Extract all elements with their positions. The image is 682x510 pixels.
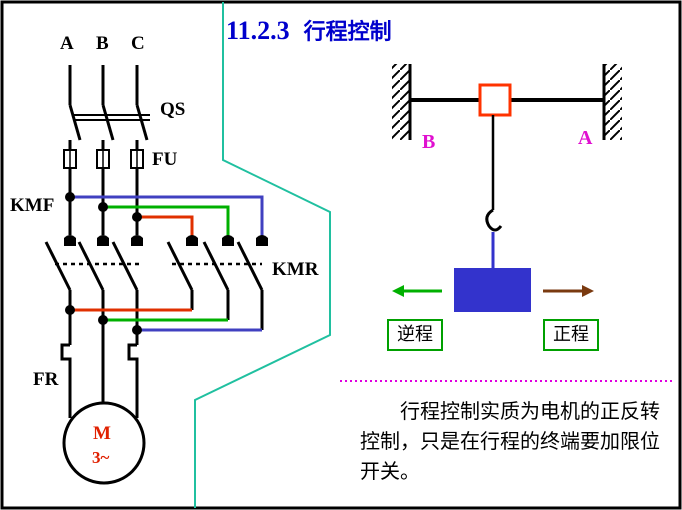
kmr-wire-a — [70, 195, 264, 240]
kmr-contacts — [166, 235, 268, 291]
main-circuit — [44, 65, 268, 485]
qs-switch — [68, 104, 150, 141]
travel-mechanism — [392, 64, 622, 312]
title-text: 行程控制 — [303, 20, 392, 45]
phase-label-a: A — [60, 33, 74, 54]
kmf-contacts — [44, 235, 143, 291]
qs-label: QS — [160, 99, 186, 120]
motor-label: M — [93, 423, 111, 444]
description-text: 行程控制实质为电机的正反转控制，只是在行程的终端要加限位开关。 — [360, 399, 660, 483]
motor-circle — [62, 401, 146, 485]
fu-label: FU — [152, 149, 178, 170]
phase-label-c: C — [131, 33, 145, 54]
divider-line — [194, 2, 331, 508]
title-number: 11.2.3 — [226, 16, 290, 45]
fr-label: FR — [33, 369, 59, 390]
motor-phase-label: 3~ — [92, 448, 110, 467]
kmr-wire-c — [137, 215, 194, 240]
limit-position-a: A — [578, 127, 593, 149]
kmr-label: KMR — [272, 259, 319, 280]
left-wall — [392, 64, 410, 140]
trolley — [478, 83, 512, 117]
fr-thermal-relay — [60, 343, 139, 418]
junction-dots — [65, 192, 142, 335]
load-block — [454, 268, 531, 312]
phase-label-b: B — [96, 33, 109, 54]
right-wall — [604, 64, 622, 140]
hook — [485, 208, 503, 232]
fu-fuses — [63, 149, 144, 169]
forward-stroke-box: 正程 — [543, 319, 599, 351]
kmf-label: KMF — [10, 195, 55, 216]
page-title: 11.2.3 行程控制 — [226, 14, 392, 46]
reverse-stroke-box: 逆程 — [387, 319, 443, 351]
limit-position-b: B — [422, 131, 436, 153]
kmr-wire-b — [103, 205, 230, 240]
